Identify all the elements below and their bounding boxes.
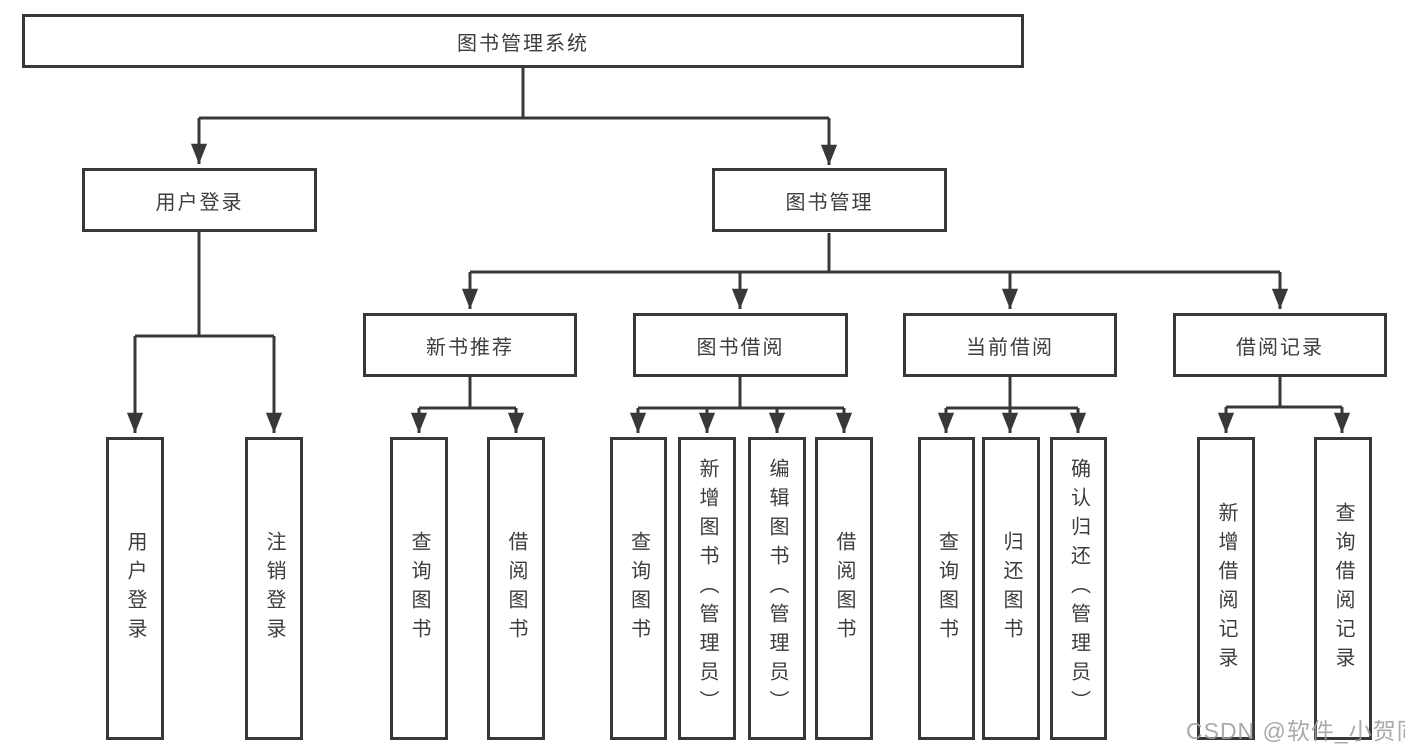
node-root-system: 图书管理系统 bbox=[22, 14, 1024, 68]
node-book-management: 图书管理 bbox=[712, 168, 947, 232]
leaf-logout: 注销登录 bbox=[245, 437, 303, 740]
leaf-query-borrow-record: 查询借阅记录 bbox=[1314, 437, 1372, 740]
leaf-user-login: 用户登录 bbox=[106, 437, 164, 740]
arrow-lines bbox=[126, 118, 1351, 433]
leaf-add-borrow-record: 新增借阅记录 bbox=[1197, 437, 1255, 740]
node-new-book-recommend: 新书推荐 bbox=[363, 313, 577, 377]
leaf-query-books-borrow: 查询图书 bbox=[610, 437, 667, 740]
leaf-query-books-recommend: 查询图书 bbox=[390, 437, 448, 740]
node-borrow-record: 借阅记录 bbox=[1173, 313, 1387, 377]
csdn-watermark: CSDN @软件_小贺同学 bbox=[1186, 718, 1405, 744]
node-user-login: 用户登录 bbox=[82, 168, 317, 232]
node-book-borrow: 图书借阅 bbox=[633, 313, 848, 377]
leaf-return-books: 归还图书 bbox=[982, 437, 1040, 740]
leaf-edit-books-admin: 编辑图书（管理员） bbox=[748, 437, 806, 740]
leaf-borrow-books: 借阅图书 bbox=[815, 437, 873, 740]
leaf-confirm-return-admin: 确认归还（管理员） bbox=[1050, 437, 1107, 740]
leaf-query-books-current: 查询图书 bbox=[918, 437, 975, 740]
leaf-add-books-admin: 新增图书（管理员） bbox=[678, 437, 736, 740]
leaf-borrow-books-recommend: 借阅图书 bbox=[487, 437, 545, 740]
node-current-borrow: 当前借阅 bbox=[903, 313, 1117, 377]
